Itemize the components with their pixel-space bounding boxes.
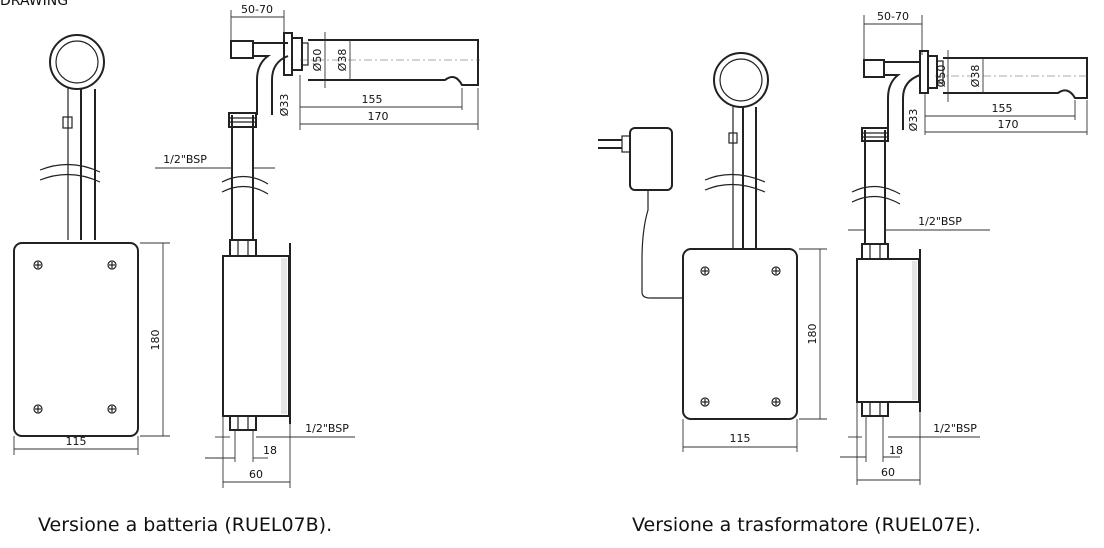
- dim-115-right: 115: [730, 432, 751, 445]
- dim-bsp-upper-right: 1/2"BSP: [918, 215, 962, 228]
- dim-170-left: 170: [368, 110, 389, 123]
- sensor-head-outer: [49, 34, 105, 90]
- dim-155-right: 155: [992, 102, 1013, 115]
- dim-bsp-upper-left: 1/2"BSP: [163, 153, 207, 166]
- dim-d38-right: Ø38: [969, 65, 982, 88]
- dim-115-left: 115: [66, 435, 87, 448]
- transformer-box: [682, 248, 798, 420]
- dim-bsp-lower-left: 1/2"BSP: [305, 422, 349, 435]
- dim-d50-right: Ø50: [935, 65, 948, 88]
- left-side-view: 50-70 Ø50 Ø38 Ø33 155 170: [155, 3, 480, 488]
- sensor-head-inner: [55, 40, 99, 84]
- right-side-view: 50-70 Ø50 Ø38 Ø33 155 170: [840, 10, 1090, 485]
- dim-d38-left: Ø38: [336, 49, 349, 72]
- dim-60-left: 60: [249, 468, 263, 481]
- dim-bsp-lower-right: 1/2"BSP: [933, 422, 977, 435]
- transformer-plug: [629, 127, 673, 191]
- dim-d33-left: Ø33: [278, 94, 291, 117]
- drawing-header: DRAWING: [0, 0, 69, 9]
- transformer-box-side: [856, 258, 920, 403]
- dim-18-left: 18: [263, 444, 277, 457]
- right-front-view: 180 115: [598, 52, 827, 452]
- caption-battery-version: Versione a batteria (RUEL07B).: [38, 514, 333, 536]
- dim-180-right: 180: [806, 324, 819, 345]
- battery-box-side: [222, 255, 290, 417]
- caption-transformer-version: Versione a trasformatore (RUEL07E).: [632, 514, 981, 536]
- dim-180-left: 180: [149, 330, 162, 351]
- dim-50-70-right: 50-70: [877, 10, 909, 23]
- dim-170-right: 170: [998, 118, 1019, 131]
- left-front-view: 180 115: [13, 34, 170, 455]
- battery-box: [13, 242, 139, 437]
- box-screw: [33, 260, 117, 414]
- cable-clip: [62, 116, 73, 129]
- dim-60-right: 60: [881, 466, 895, 479]
- dim-155-left: 155: [362, 93, 383, 106]
- dim-d50-left: Ø50: [311, 49, 324, 72]
- dim-50-70-left: 50-70: [241, 3, 273, 16]
- dim-d33-right: Ø33: [907, 109, 920, 132]
- dim-18-right: 18: [889, 444, 903, 457]
